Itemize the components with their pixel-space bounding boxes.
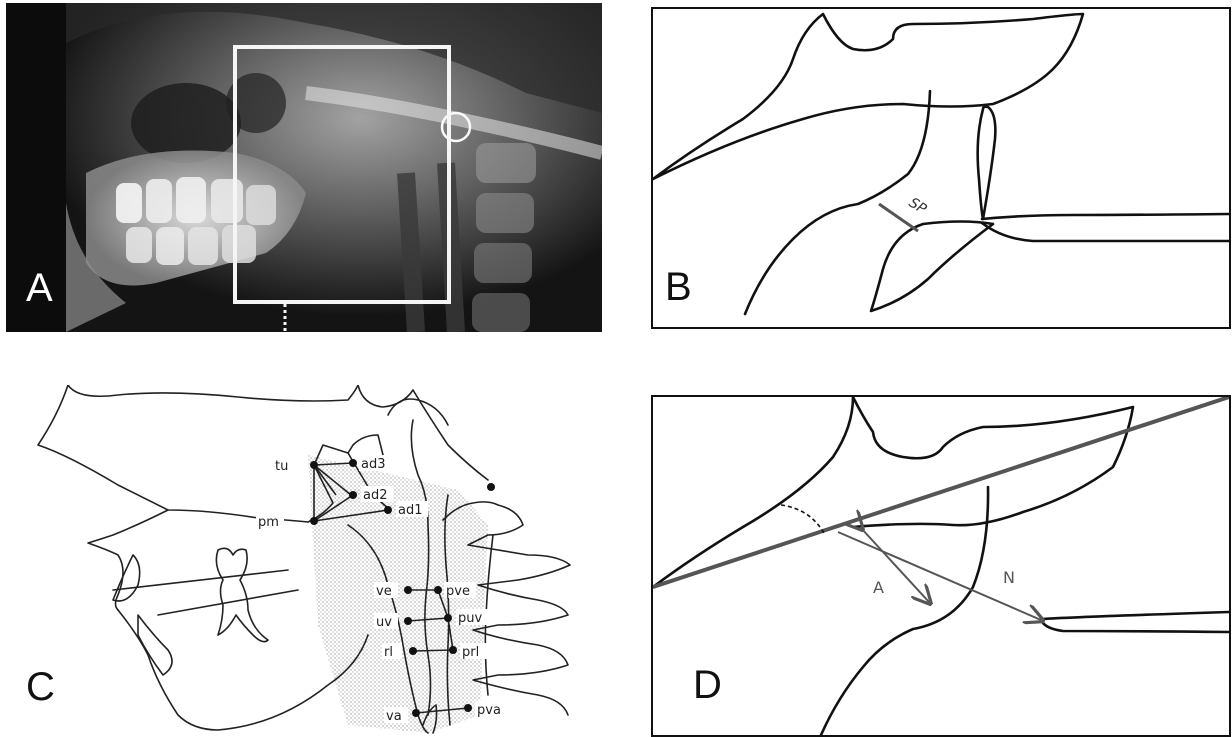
landmark-label-uv: uv xyxy=(376,615,392,630)
landmark-label-puv: puv xyxy=(458,611,482,626)
landmark-label-pm: pm xyxy=(258,515,279,530)
a-measurement-line xyxy=(861,528,929,602)
sp-label: SP xyxy=(906,195,930,218)
panel-letter-d: D xyxy=(693,665,722,705)
landmark-label-pva: pva xyxy=(477,703,501,718)
palatal-plane-line xyxy=(653,397,1229,587)
landmark-label-ad2: ad2 xyxy=(363,488,388,503)
palatal-measurement-tracing: A N xyxy=(653,397,1229,735)
landmark-label-rl: rl xyxy=(384,645,393,660)
soft-palate-panel: SP B xyxy=(651,7,1231,329)
cephalometric-tracing-panel: tu ad3 ad2 ad1 pm ve pve uv puv rl prl v… xyxy=(18,385,588,735)
panel-letter-c: C xyxy=(26,667,55,707)
panel-letter-b: B xyxy=(665,267,692,307)
landmark-label-va: va xyxy=(386,709,402,724)
a-measurement-label: A xyxy=(873,578,884,597)
palatal-measurement-panel: A N D xyxy=(651,395,1231,737)
landmark-label-ve: ve xyxy=(376,584,392,599)
panel-letter-a: A xyxy=(26,268,53,308)
cephalometric-tracing: tu ad3 ad2 ad1 pm ve pve uv puv rl prl v… xyxy=(18,385,588,735)
landmark-label-pve: pve xyxy=(446,584,470,599)
radiograph-image xyxy=(6,3,602,332)
soft-palate-tracing: SP xyxy=(653,9,1229,327)
landmark-label-ad3: ad3 xyxy=(361,457,386,472)
radiograph-panel: A xyxy=(6,3,602,332)
landmark-label-ad1: ad1 xyxy=(398,503,423,518)
landmark-label-prl: prl xyxy=(462,645,479,660)
landmark-label-tu: tu xyxy=(275,459,288,474)
n-measurement-label: N xyxy=(1003,568,1015,587)
